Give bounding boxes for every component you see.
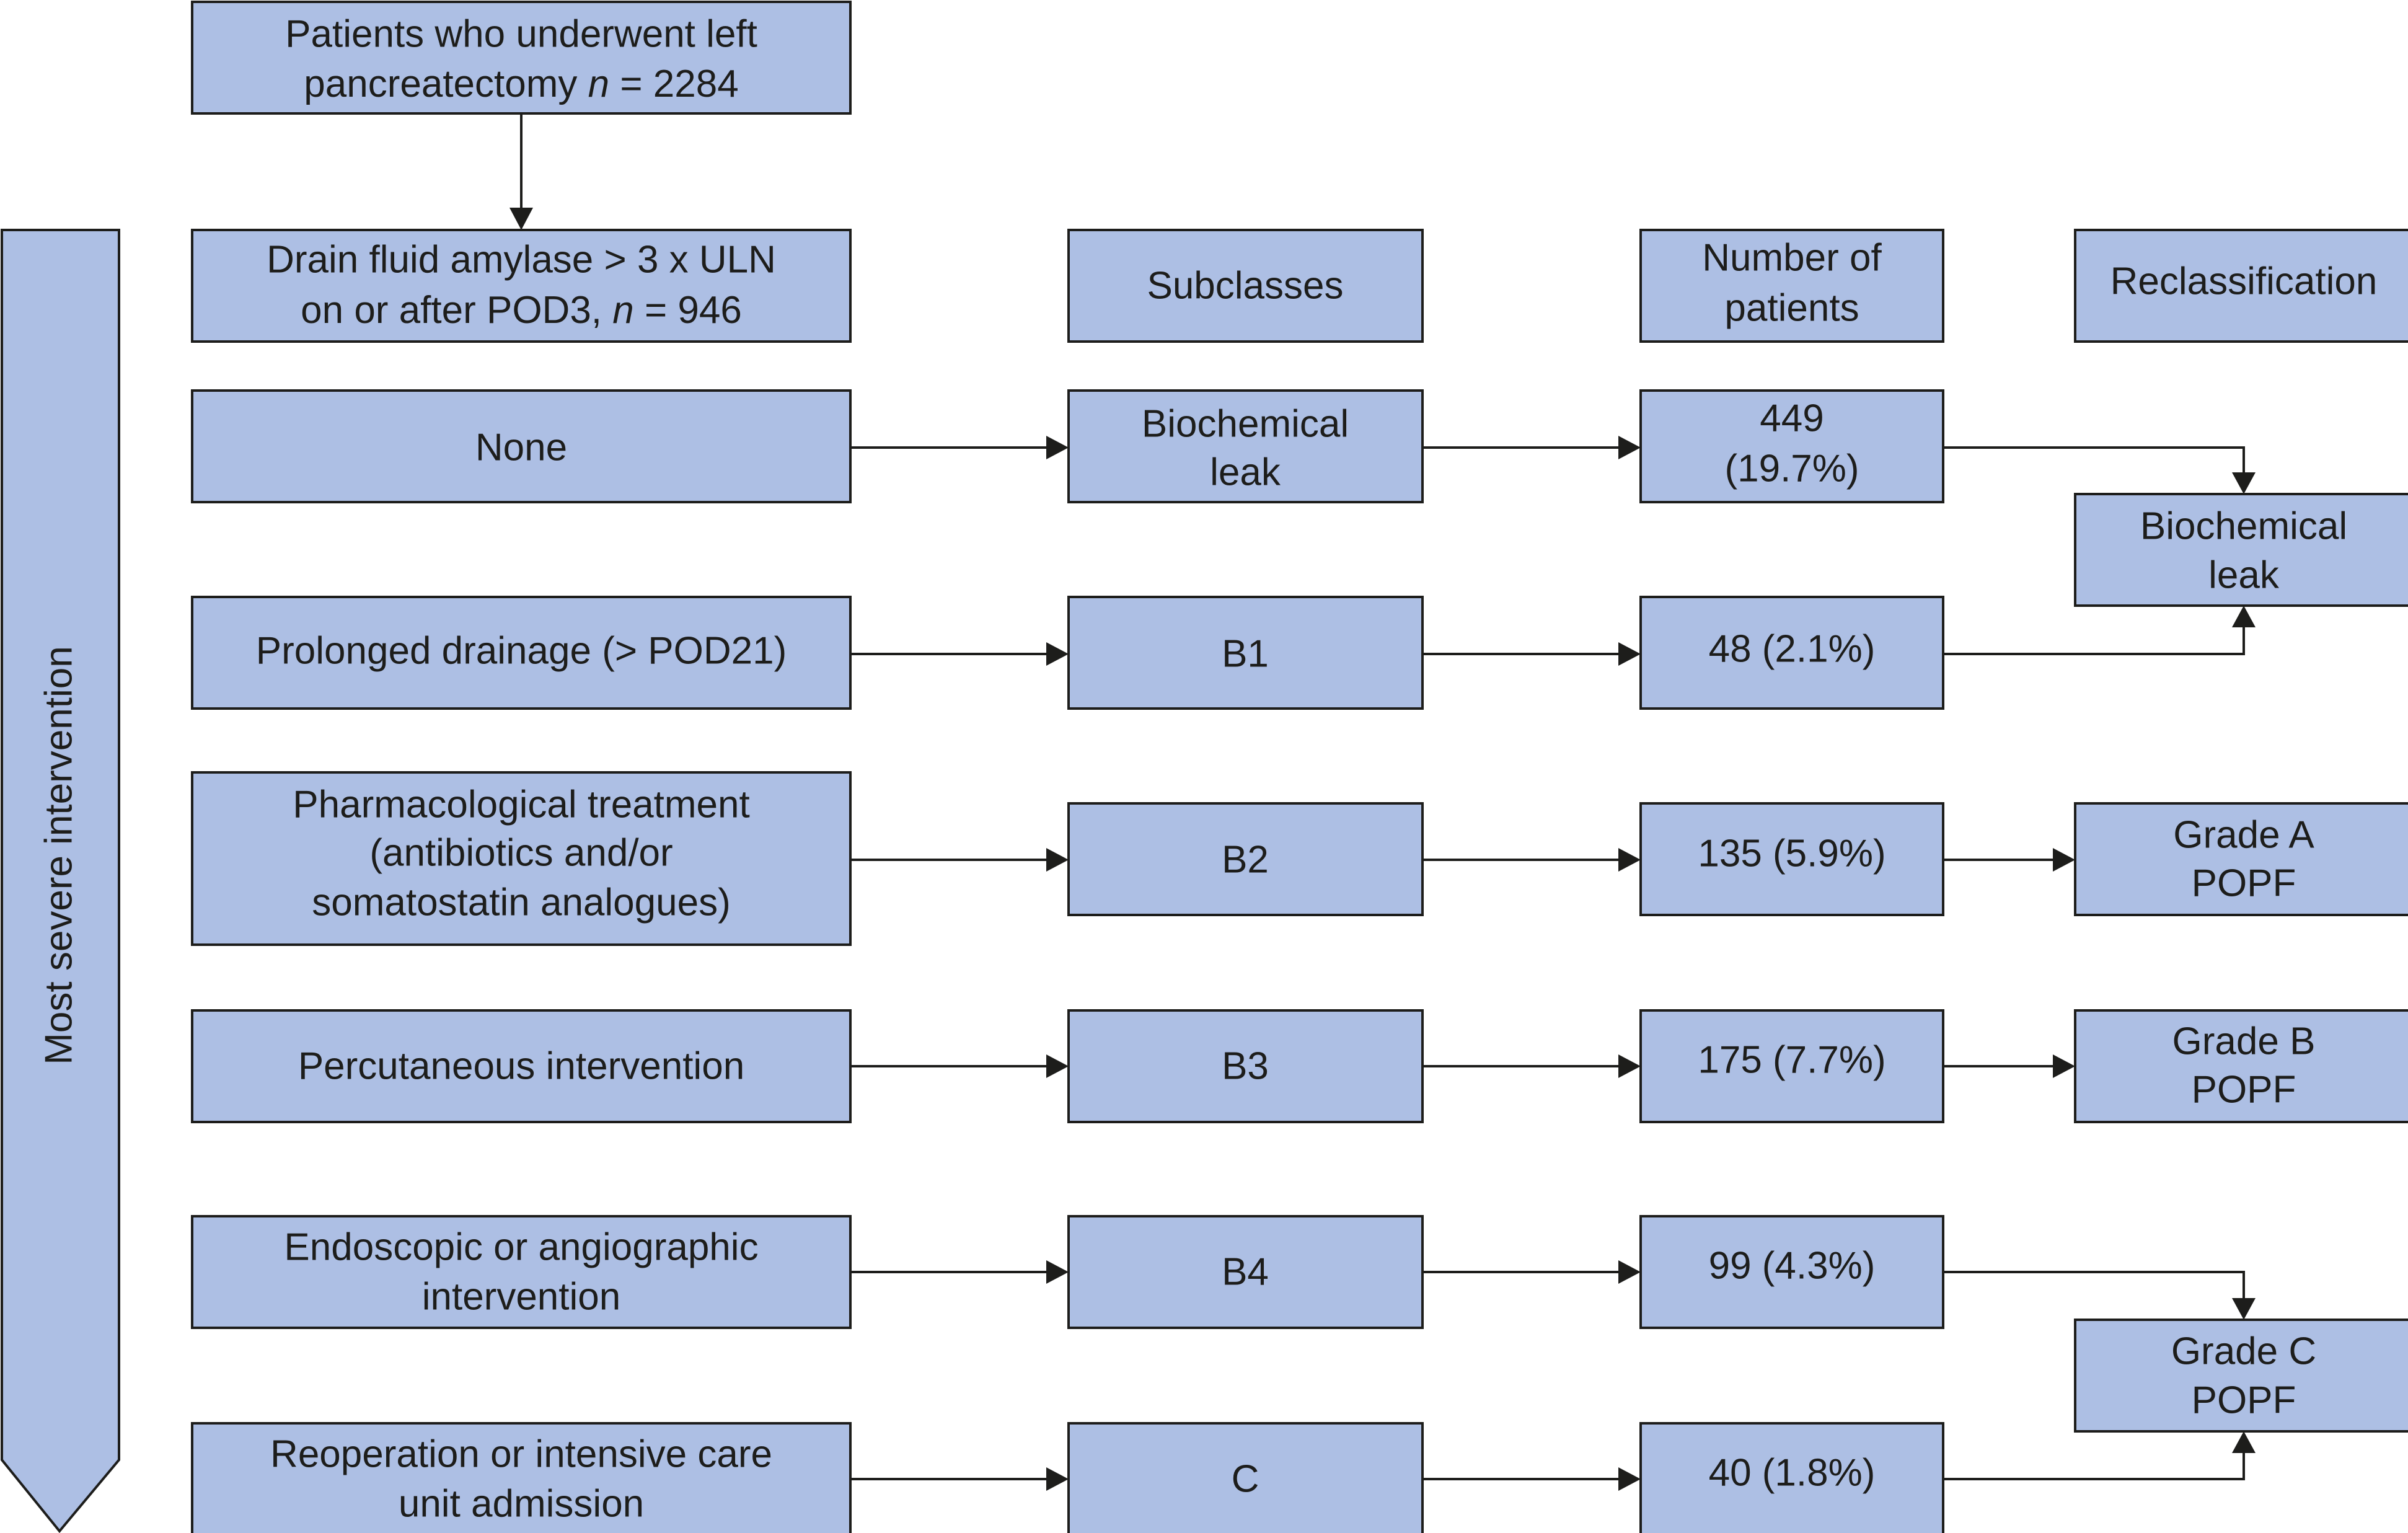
arrowhead-99-to-grade-c: [2232, 1298, 2256, 1320]
header-number-line2: patients: [1724, 287, 1859, 330]
patients-b4-box: [1639, 1215, 1944, 1329]
reclass-grade-a-line2: POPF: [2192, 862, 2296, 905]
intervention-percutaneous-box: [191, 1009, 852, 1123]
intervention-endoscopic-line1: Endoscopic or angiographic: [284, 1226, 758, 1269]
arrowhead-pharmacological-to-b2: [1046, 848, 1069, 872]
subclass-c-label: C: [1232, 1458, 1259, 1501]
connector-48-to-biochemical: [1943, 627, 2245, 655]
header-number-box: [1639, 229, 1944, 343]
subclass-b3-box: [1067, 1009, 1424, 1123]
subclass-biochemical-line2: leak: [1210, 451, 1281, 494]
arrowhead-b4-to-patients: [1618, 1260, 1641, 1284]
reclass-grade-b-line1: Grade B: [2172, 1020, 2316, 1063]
patients-c-label: 40 (1.8%): [1709, 1452, 1876, 1495]
patients-biochemical-box: [1639, 389, 1944, 503]
header-subclasses-box: [1067, 229, 1424, 343]
patients-b4-label: 99 (4.3%): [1709, 1245, 1876, 1288]
reclass-grade-b-line2: POPF: [2192, 1069, 2296, 1111]
reclass-grade-c-line1: Grade C: [2171, 1330, 2316, 1373]
arrowhead-none-to-subclass: [1046, 436, 1069, 459]
arrowhead-prolonged-to-b1: [1046, 642, 1069, 666]
reclass-grade-b-box: [2074, 1009, 2408, 1123]
header-number-line1: Number of: [1702, 237, 1882, 280]
subclass-b4-label: B4: [1222, 1251, 1269, 1294]
intervention-reoperation-line2: unit admission: [399, 1483, 644, 1526]
subclass-b2-box: [1067, 802, 1424, 916]
reclass-grade-a-line1: Grade A: [2173, 814, 2314, 857]
row-connectors: [850, 436, 1641, 1491]
subclass-b4-box: [1067, 1215, 1424, 1329]
reclass-grade-c-box: [2074, 1319, 2408, 1433]
intervention-none-label: None: [475, 426, 567, 469]
reclass-grade-c-line2: POPF: [2192, 1379, 2296, 1422]
intervention-pharmacological-line2: (antibiotics and/or: [369, 832, 673, 875]
intervention-prolonged-drainage-box: [191, 596, 852, 710]
header-subclasses: Subclasses: [1147, 265, 1343, 307]
arrowhead-reoperation-to-c: [1046, 1467, 1069, 1491]
intervention-endoscopic-box: [191, 1215, 852, 1329]
reclass-biochemical-line2: leak: [2208, 554, 2280, 597]
total-patients-line1: Patients who underwent left: [285, 13, 757, 56]
arrowhead-b2-to-patients: [1618, 848, 1641, 872]
subclass-biochemical-box: [1067, 389, 1424, 503]
connector-449-to-biochemical: [1943, 446, 2245, 472]
header-reclassification-box: [2074, 229, 2408, 343]
arrowhead-48-to-biochemical: [2232, 606, 2256, 627]
connector-99-to-grade-c: [1943, 1271, 2245, 1298]
intervention-pharmacological-line3: somatostatin analogues): [312, 881, 731, 924]
arrowhead-biochemical-to-patients: [1618, 436, 1641, 459]
arrowhead-percutaneous-to-b3: [1046, 1054, 1069, 1078]
arrowhead-449-to-biochemical: [2232, 472, 2256, 494]
patients-b3-label: 175 (7.7%): [1698, 1039, 1885, 1082]
arrowhead-c-to-patients: [1618, 1467, 1641, 1491]
intervention-none-box: [191, 389, 852, 503]
patients-b2-label: 135 (5.9%): [1698, 833, 1885, 875]
drain-amylase-line2: on or after POD3, n = 946: [301, 289, 742, 332]
drain-amylase-box: [191, 229, 852, 343]
subclass-b2-label: B2: [1222, 839, 1269, 881]
patients-b1-box: [1639, 596, 1944, 710]
intervention-pharmacological-line1: Pharmacological treatment: [293, 784, 749, 826]
intervention-percutaneous-label: Percutaneous intervention: [298, 1045, 744, 1088]
connector-40-to-grade-c: [1943, 1453, 2245, 1480]
arrowhead-175-to-grade-b: [2053, 1054, 2075, 1078]
patients-b2-box: [1639, 802, 1944, 916]
header-reclassification: Reclassification: [2110, 260, 2378, 303]
arrowhead-top-to-drain: [509, 208, 533, 230]
subclass-b3-label: B3: [1222, 1045, 1269, 1088]
reclass-biochemical-line1: Biochemical: [2140, 505, 2347, 548]
subclass-b1-label: B1: [1222, 633, 1269, 676]
arrowhead-b3-to-patients: [1618, 1054, 1641, 1078]
reclass-connectors: [1943, 446, 2256, 1480]
arrowhead-40-to-grade-c: [2232, 1431, 2256, 1453]
reclass-grade-a-box: [2074, 802, 2408, 916]
total-patients-line2: pancreatectomy n = 2284: [304, 63, 738, 105]
total-patients-box: [191, 1, 852, 115]
intervention-pharmacological-box: [191, 771, 852, 946]
severity-arrow-label: Most severe intervention: [38, 646, 81, 1064]
patients-biochemical-line1: 449: [1760, 397, 1824, 440]
intervention-endoscopic-line2: intervention: [422, 1276, 621, 1319]
subclass-biochemical-line1: Biochemical: [1142, 403, 1349, 446]
subclass-c-box: [1067, 1422, 1424, 1533]
patients-biochemical-line2: (19.7%): [1724, 448, 1859, 490]
patients-b1-label: 48 (2.1%): [1709, 628, 1876, 671]
severity-arrow: [1, 229, 120, 1533]
intervention-reoperation-line1: Reoperation or intensive care: [270, 1433, 772, 1476]
arrowhead-135-to-grade-a: [2053, 848, 2075, 872]
arrowhead-endoscopic-to-b4: [1046, 1260, 1069, 1284]
arrowhead-b1-to-patients: [1618, 642, 1641, 666]
patients-b3-box: [1639, 1009, 1944, 1123]
drain-amylase-line1: Drain fluid amylase > 3 x ULN: [267, 239, 776, 281]
reclass-biochemical-box: [2074, 493, 2408, 607]
intervention-prolonged-drainage-label: Prolonged drainage (> POD21): [256, 630, 787, 673]
